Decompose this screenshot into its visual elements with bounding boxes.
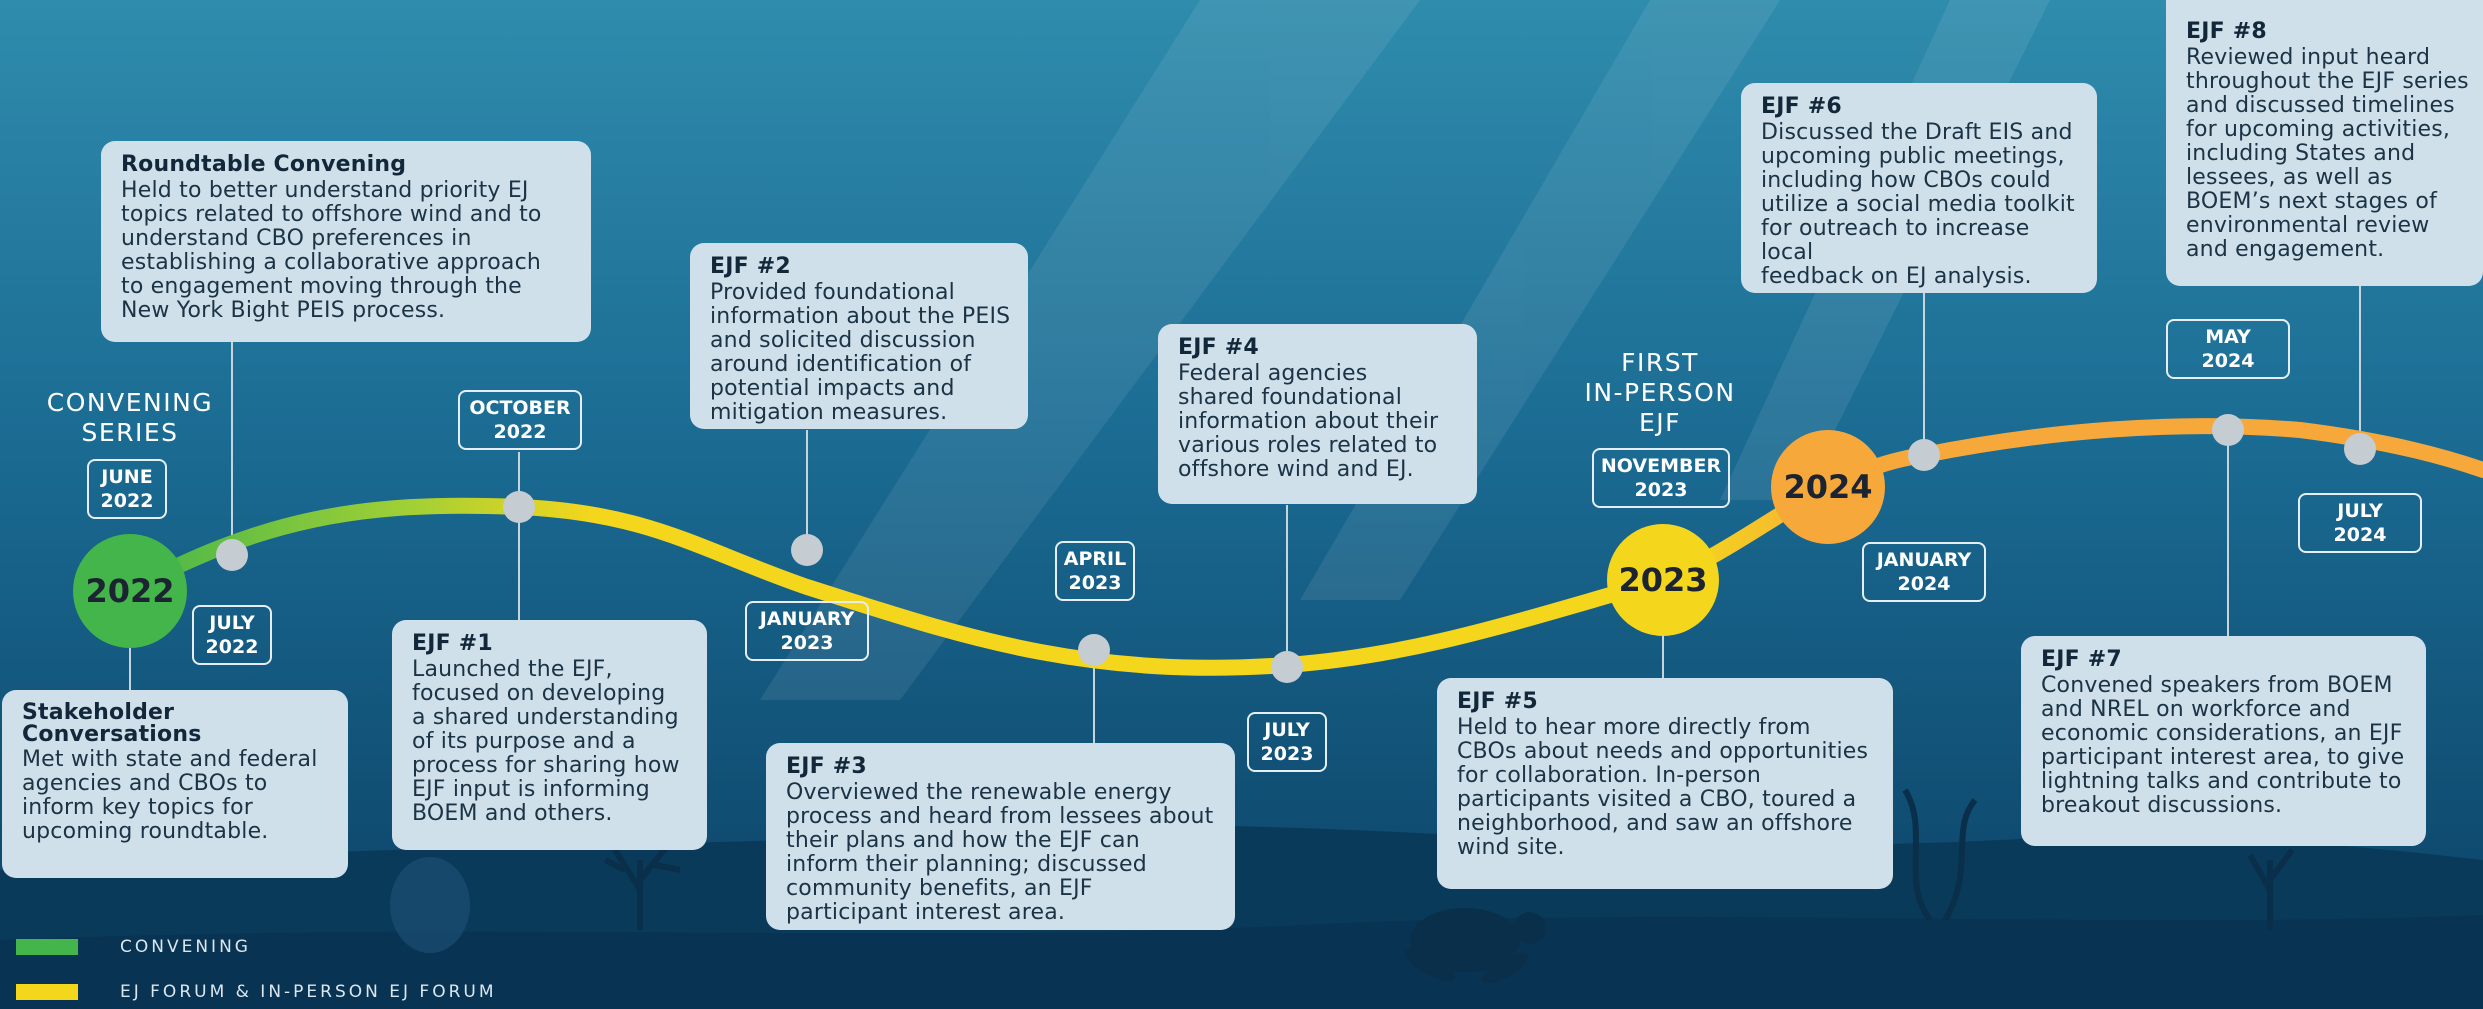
first-in-person-label: FIRST IN-PERSON EJF	[1584, 348, 1736, 437]
node-january-2023	[791, 534, 823, 566]
year-2024-circle: 2024	[1771, 430, 1885, 544]
date-may-2024: MAY 2024	[2166, 319, 2290, 379]
timeline-nodes	[216, 414, 2376, 683]
date-january-2023: JANUARY 2023	[745, 601, 869, 661]
card-body: Met with state and federal agencies and …	[22, 747, 318, 844]
date-october-2022: OCTOBER 2022	[458, 390, 582, 450]
sea-turtle-silhouette	[1405, 908, 1546, 984]
card-title: EJF #2	[710, 254, 791, 279]
card-title: EJF #1	[412, 631, 493, 656]
card-body: Reviewed input heard throughout the EJF …	[2186, 45, 2469, 262]
date-july-2023: JULY 2023	[1247, 712, 1327, 772]
card-body: Held to hear more directly from CBOs abo…	[1457, 715, 1869, 860]
card-body: Held to better understand priority EJ to…	[121, 178, 542, 323]
card-roundtable-convening: Roundtable Convening Held to better unde…	[101, 141, 591, 342]
card-title: EJF #7	[2041, 647, 2122, 672]
card-ejf-5: EJF #5 Held to hear more directly from C…	[1437, 678, 1893, 889]
card-title: EJF #5	[1457, 689, 1538, 714]
card-ejf-8: EJF #8 Reviewed input heard throughout t…	[2166, 0, 2483, 286]
year-2023-label: 2023	[1618, 561, 1708, 599]
card-title: Roundtable Convening	[121, 152, 407, 177]
date-june-2022: JUNE 2022	[87, 459, 167, 519]
card-title: Stakeholder Conversations	[22, 700, 202, 747]
date-january-2024: JANUARY 2024	[1862, 542, 1986, 602]
node-january-2024	[1908, 439, 1940, 471]
card-title: EJF #6	[1761, 94, 1842, 119]
convening-series-label: CONVENING SERIES	[46, 388, 214, 447]
date-july-2022: JULY 2022	[192, 605, 272, 665]
node-july-2024	[2344, 433, 2376, 465]
card-body: Launched the EJF, focused on developing …	[412, 657, 680, 826]
node-july-2023	[1271, 651, 1303, 683]
card-title: EJF #8	[2186, 19, 2267, 44]
card-body: Provided foundational information about …	[710, 280, 1011, 425]
card-stakeholder-conversations: Stakeholder Conversations Met with state…	[2, 690, 348, 878]
year-2024-label: 2024	[1783, 468, 1873, 506]
seafloor-front	[0, 915, 2483, 1009]
node-may-2024	[2212, 414, 2244, 446]
card-title: EJF #4	[1178, 335, 1259, 360]
card-ejf-2: EJF #2 Provided foundational information…	[690, 243, 1028, 429]
date-april-2023: APRIL 2023	[1055, 541, 1135, 601]
node-april-2023	[1078, 634, 1110, 666]
card-body: Discussed the Draft EIS and upcoming pub…	[1761, 120, 2075, 289]
card-body: Overviewed the renewable energy process …	[786, 780, 1214, 925]
year-2022-circle: 2022	[73, 534, 187, 648]
date-november-2023: NOVEMBER 2023	[1592, 448, 1730, 508]
year-2022-label: 2022	[85, 572, 175, 610]
legend-label-convening: CONVENING	[120, 937, 251, 957]
card-body: Convened speakers from BOEM and NREL on …	[2041, 673, 2405, 818]
year-2023-circle: 2023	[1607, 524, 1719, 636]
legend-label-ej-forum: EJ FORUM & IN-PERSON EJ FORUM	[120, 982, 497, 1002]
node-july-2022	[216, 539, 248, 571]
card-ejf-4: EJF #4 Federal agencies shared foundatio…	[1158, 324, 1477, 504]
card-ejf-1: EJF #1 Launched the EJF, focused on deve…	[392, 620, 707, 850]
card-title: EJF #3	[786, 754, 867, 779]
node-october-2022	[503, 491, 535, 523]
card-ejf-7: EJF #7 Convened speakers from BOEM and N…	[2021, 636, 2426, 846]
legend-item-convening: CONVENING	[16, 937, 251, 957]
legend-swatch-convening	[16, 939, 78, 955]
coral-silhouette	[603, 788, 2295, 930]
date-july-2024: JULY 2024	[2298, 493, 2422, 553]
card-ejf-6: EJF #6 Discussed the Draft EIS and upcom…	[1741, 83, 2097, 293]
card-body: Federal agencies shared foundational inf…	[1178, 361, 1439, 482]
octopus-silhouette	[390, 857, 470, 953]
card-ejf-3: EJF #3 Overviewed the renewable energy p…	[766, 743, 1235, 930]
legend-swatch-ej-forum	[16, 984, 78, 1000]
legend-item-ej-forum: EJ FORUM & IN-PERSON EJ FORUM	[16, 982, 497, 1002]
